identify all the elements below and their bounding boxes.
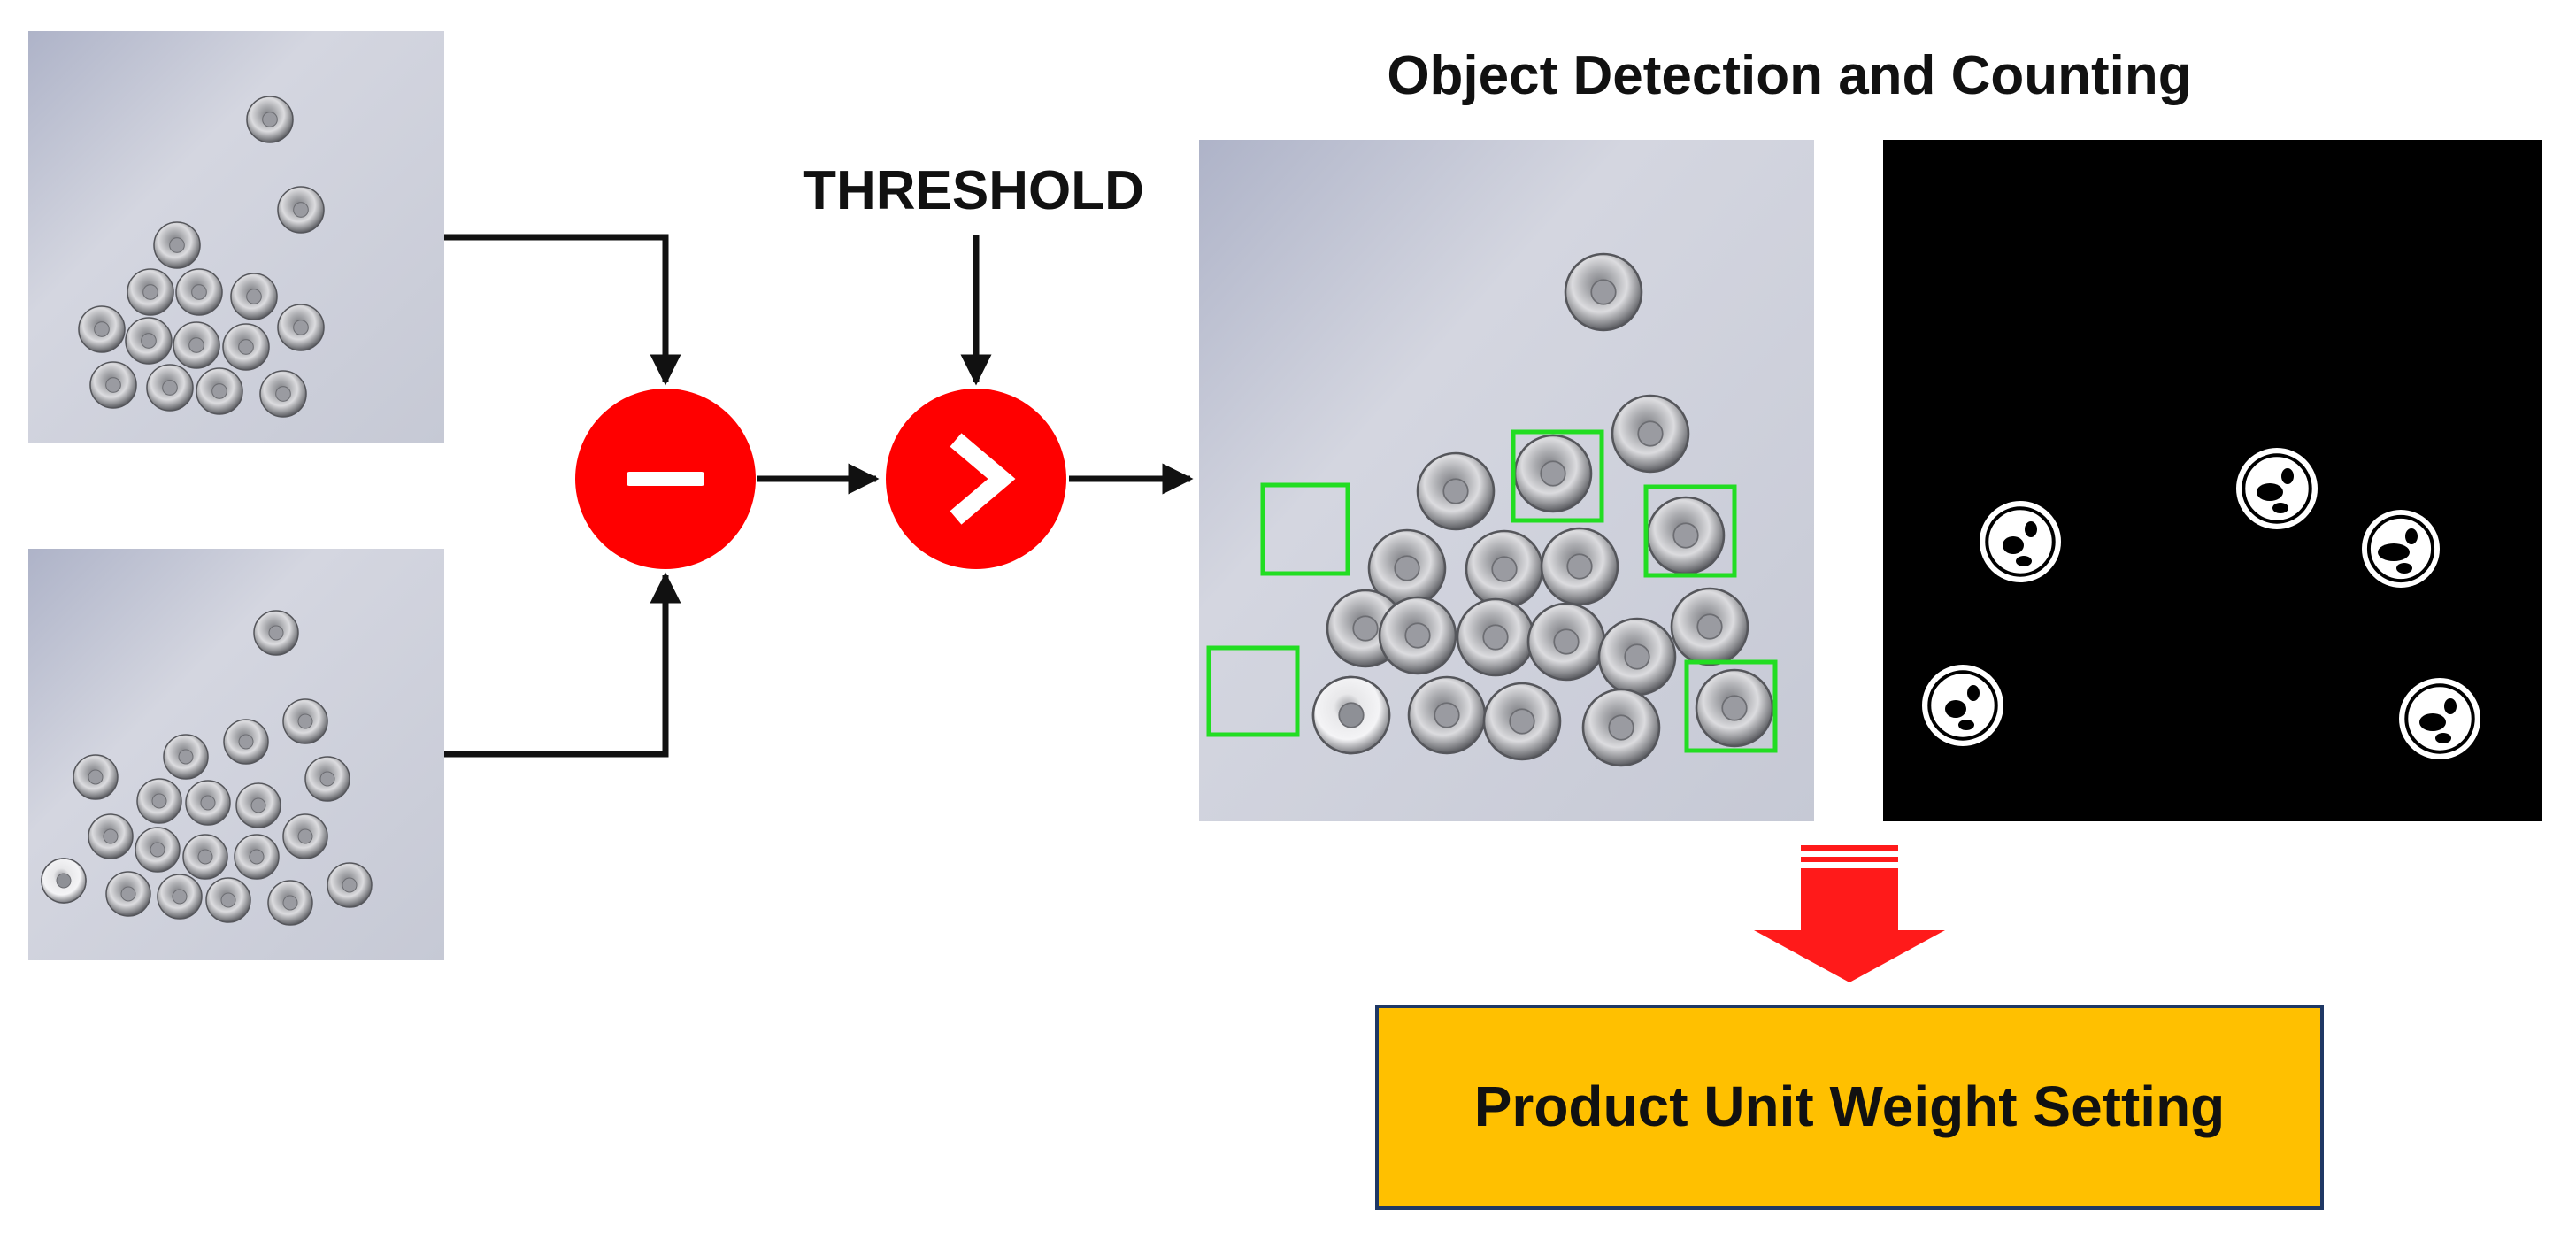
part-icon [1540,527,1619,606]
part-icon [282,813,328,859]
detection-box [1684,659,1778,753]
input-image-1 [28,31,444,443]
part-icon [1456,597,1535,677]
part-icon [89,361,137,409]
part-icon [259,370,307,418]
part-icon [135,827,181,873]
part-icon [1670,587,1749,666]
subtract-operator [575,389,756,569]
mask-blob [1922,665,2003,746]
arrow-image2-to-subtract [444,572,681,758]
binary-mask-image [1883,140,2542,821]
part-icon [1611,394,1690,474]
detection-image [1199,140,1814,821]
part-icon [234,834,280,880]
part-icon [1416,451,1496,531]
connector-arrows [444,234,1194,758]
part-icon [1581,688,1661,767]
part-icon [205,877,251,923]
detection-box [1511,429,1604,523]
part-icon [78,305,126,353]
part-icon [136,778,182,824]
part-icon [1597,617,1677,697]
compare-operator [886,389,1066,569]
mask-blob [2236,448,2318,529]
part-icon [267,880,313,926]
part-icon [157,874,203,920]
detection-box [1260,482,1350,576]
part-icon [196,367,243,415]
part-icon [282,698,328,744]
threshold-label: THRESHOLD [803,160,1144,221]
part-icon [1695,668,1774,748]
down-arrow-icon [1754,845,1945,982]
part-icon [1407,675,1487,755]
part-icon [1513,434,1593,513]
minus-icon [627,472,704,486]
arrow-image1-to-subtract [444,234,681,386]
part-icon [223,719,269,765]
part-icon [235,782,281,828]
part-icon [73,754,119,800]
part-icon [1646,496,1726,575]
mask-blob [2399,678,2480,759]
detection-box [1206,645,1300,737]
part-icon [327,862,373,908]
part-icon [153,221,201,269]
part-icon [127,268,174,316]
part-icon [1482,682,1562,761]
part-icon [1526,602,1606,682]
mask-blob [2362,510,2440,588]
mask-blob [1980,501,2061,582]
part-icon [41,858,87,904]
part-icon [246,96,294,143]
detection-box [1643,484,1737,578]
part-icon [304,756,350,802]
part-icon [1311,675,1391,755]
detection-title: Object Detection and Counting [1387,45,2191,106]
part-icon [173,321,220,369]
part-icon [1564,252,1643,332]
part-icon [277,186,325,234]
result-label: Product Unit Weight Setting [1474,1074,2226,1138]
part-icon [230,273,278,320]
part-icon [277,304,325,351]
part-icon [88,813,134,859]
part-icon [222,323,270,371]
part-icon [253,610,299,656]
result-box: Product Unit Weight Setting [1375,1005,2324,1210]
part-icon [146,364,194,412]
part-icon [163,734,209,780]
input-image-2 [28,549,444,960]
part-icon [125,317,173,365]
part-icon [175,268,223,316]
part-icon [105,871,151,917]
part-icon [185,780,231,826]
part-icon [1378,596,1457,675]
greater-than-icon [950,433,1016,525]
part-icon [1465,529,1544,609]
part-icon [182,834,228,880]
